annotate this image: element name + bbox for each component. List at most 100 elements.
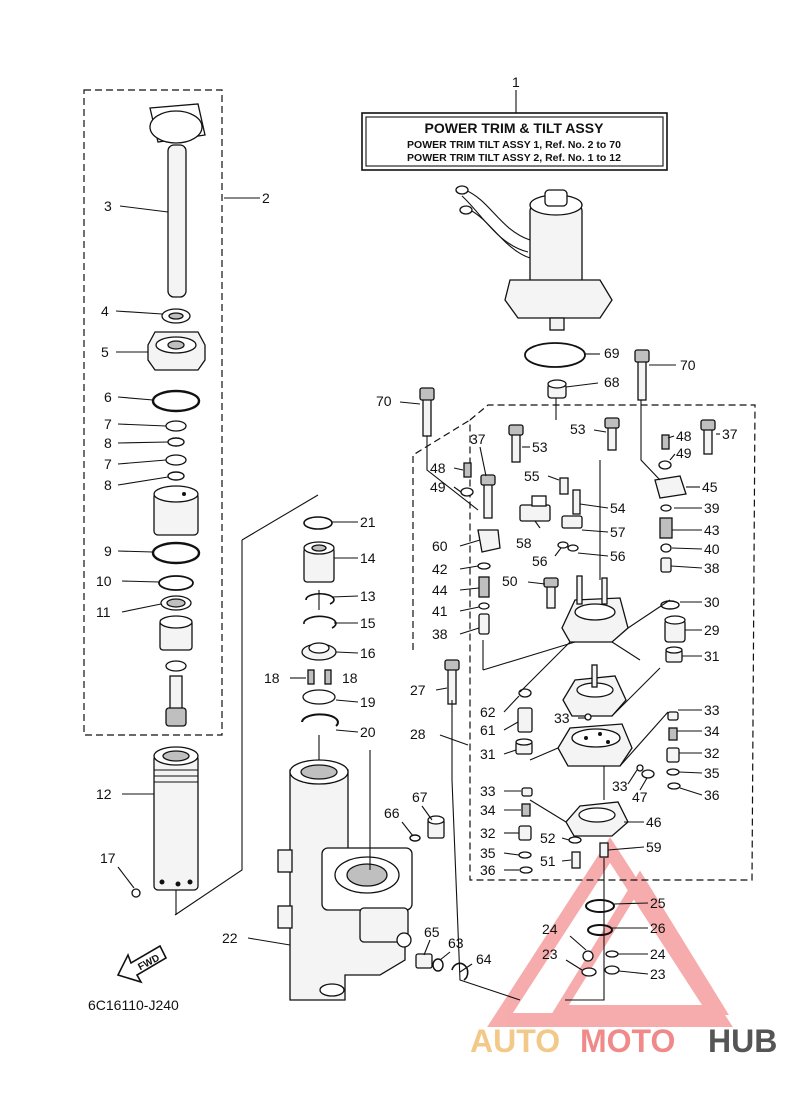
part-bolt-left	[165, 675, 187, 727]
part-11-seal	[160, 595, 192, 611]
part-59-bolt	[599, 842, 609, 858]
part-10-o-ring	[158, 575, 194, 591]
part-6-o-ring	[151, 389, 201, 413]
part-56b-seal	[567, 544, 579, 552]
callout-42: 42	[432, 561, 448, 577]
part-33c-ball	[636, 764, 644, 772]
part-pump-body	[557, 723, 633, 767]
part-7a-washer	[165, 420, 187, 432]
callout-49b: 49	[676, 445, 692, 461]
callout-56a: 56	[532, 553, 548, 569]
part-26-seal	[587, 924, 613, 936]
callout-67: 67	[412, 789, 428, 805]
part-3-tilt-rod	[149, 103, 206, 298]
callout-14: 14	[360, 550, 376, 566]
part-53b-bolt	[604, 417, 620, 451]
title-line-2: POWER TRIM TILT ASSY 2, Ref. No. 1 to 12	[407, 152, 621, 164]
part-64-circlip	[451, 962, 469, 981]
callout-43: 43	[704, 522, 720, 538]
part-35a-seal	[666, 768, 680, 776]
part-48b-screw	[661, 434, 670, 450]
callout-31a: 31	[480, 746, 496, 762]
part-39-seal	[660, 504, 672, 512]
part-piston	[153, 485, 199, 536]
part-34b-spring	[521, 803, 531, 817]
group-box-28	[469, 404, 756, 881]
callout-34b: 34	[480, 802, 496, 818]
part-4-seal	[161, 308, 191, 324]
part-gear-plate	[562, 664, 627, 717]
part-31a-cap	[515, 738, 533, 755]
callout-37b: 37	[722, 426, 738, 442]
callout-20: 20	[360, 724, 376, 740]
callout-2: 2	[262, 190, 270, 206]
title-box-inner	[365, 116, 664, 167]
part-35b-seal	[518, 851, 532, 859]
part-valve-body	[159, 615, 193, 651]
part-19-washer	[302, 689, 336, 705]
callout-46: 46	[646, 814, 662, 830]
part-70b-bolt	[419, 387, 435, 437]
part-37b-bolt	[700, 419, 716, 455]
title-heading: POWER TRIM & TILT ASSY	[425, 120, 605, 136]
callout-25: 25	[650, 895, 666, 911]
title-line-1: POWER TRIM TILT ASSY 1, Ref. No. 2 to 70	[407, 139, 621, 151]
part-44-spring	[478, 576, 490, 598]
part-37a-bolt	[480, 474, 496, 519]
part-16-cap	[301, 642, 337, 661]
part-30-ring	[660, 600, 680, 610]
callout-33c: 33	[612, 778, 628, 794]
part-24b-ring	[605, 950, 619, 958]
part-45-bracket	[654, 475, 687, 499]
callout-leaders	[115, 197, 720, 975]
part-20-circlip	[301, 713, 339, 727]
guide-lines	[174, 398, 671, 1001]
callout-23a: 23	[542, 946, 558, 962]
part-12-cylinder	[153, 746, 199, 891]
callout-70a: 70	[680, 357, 696, 373]
callout-23b: 23	[650, 966, 666, 982]
part-57-holder	[561, 515, 583, 529]
part-17-ball	[131, 888, 141, 898]
callout-54: 54	[610, 500, 626, 516]
callout-18b: 18	[342, 670, 358, 686]
diagram-code: 6C16110-J240	[88, 997, 179, 1013]
part-52-seal	[568, 836, 582, 844]
part-50-bolt	[543, 577, 559, 609]
part-63-o-ring	[432, 958, 444, 972]
callout-48b: 48	[676, 428, 692, 444]
callout-60: 60	[432, 538, 448, 554]
part-42-seal	[477, 562, 491, 570]
callout-29: 29	[704, 622, 720, 638]
callout-45: 45	[702, 479, 718, 495]
part-51-screw	[571, 851, 581, 869]
group-box-2	[83, 89, 223, 736]
part-32a-valve	[666, 747, 680, 763]
callout-5: 5	[101, 344, 109, 360]
part-68-filter	[547, 379, 567, 399]
part-41-ball	[478, 602, 490, 610]
part-60-bracket	[477, 529, 501, 553]
callout-12: 12	[96, 786, 112, 802]
part-5-gland-nut	[147, 331, 206, 371]
callout-47: 47	[632, 789, 648, 805]
callout-63: 63	[448, 935, 464, 951]
fwd-label: FWD	[136, 953, 161, 973]
part-62-seal	[518, 688, 532, 698]
callout-27: 27	[410, 682, 426, 698]
callout-52: 52	[540, 830, 556, 846]
part-69-o-ring	[524, 342, 586, 368]
callout-3: 3	[104, 198, 112, 214]
part-motor	[455, 185, 613, 331]
callout-48a: 48	[430, 460, 446, 476]
callout-58: 58	[516, 535, 532, 551]
part-58-switch	[519, 495, 551, 522]
part-61-valve	[517, 707, 533, 733]
part-valve-plate-upper	[561, 575, 629, 643]
callout-44: 44	[432, 582, 448, 598]
part-43-spring	[659, 517, 673, 539]
part-33b-cap	[667, 711, 679, 721]
callout-18a: 18	[264, 670, 280, 686]
part-13-circlip	[305, 593, 335, 605]
part-7b-washer	[165, 454, 187, 466]
